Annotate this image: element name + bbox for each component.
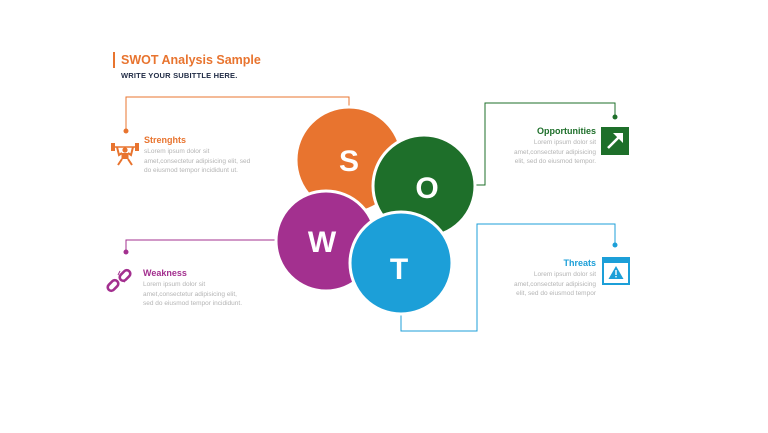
- strengths-text: sLorem ipsum dolor sit amet,consectetur …: [144, 147, 250, 176]
- weakness-text: Lorem ipsum dolor sit amet,consectetur a…: [143, 280, 242, 309]
- weakness-connector-dot: [123, 249, 129, 255]
- weakness-line: amet,consectetur adipisicing elit,: [143, 290, 237, 298]
- threats-line: amet,consectetur adipisicing: [513, 280, 596, 288]
- opportunities-label: Opportunities: [537, 126, 596, 136]
- page-subtitle: WRITE YOUR SUBITTLE HERE.: [121, 71, 238, 80]
- threats-line: Lorem ipsum dolor sit: [533, 271, 596, 278]
- page-title: SWOT Analysis Sample: [113, 52, 261, 68]
- weakness-label: Weakness: [143, 268, 187, 278]
- strengths-label: Strenghts: [144, 135, 187, 145]
- strengths-line: do eiusmod tempor incididunt ut.: [144, 167, 238, 174]
- opportunities-line: elit, sed do eiusmod tempor.: [514, 158, 596, 165]
- opportunities-line: amet,consectetur adipisicing: [513, 148, 596, 156]
- weakness-line: sed do eiusmod tempor incididunt.: [143, 300, 243, 307]
- weakness-connector: [125, 239, 282, 252]
- weakness-line: Lorem ipsum dolor sit: [143, 281, 206, 288]
- warning-window-icon: [602, 257, 630, 285]
- opportunities-text: Lorem ipsum dolor sit amet,consectetur a…: [514, 138, 596, 167]
- circle-t-letter: T: [390, 253, 408, 286]
- threats-connector-dot: [612, 242, 618, 248]
- strengths-line: sLorem ipsum dolor sit: [144, 148, 210, 155]
- circle-s-letter: S: [339, 145, 359, 178]
- weightlifter-icon: [111, 143, 139, 166]
- threats-label: Threats: [563, 258, 596, 268]
- strengths-connector-dot: [123, 128, 129, 134]
- opportunities-connector-dot: [612, 114, 618, 120]
- strengths-line: amet,consectetur adipisicing elit, sed: [144, 157, 251, 165]
- opportunities-connector: [474, 102, 616, 186]
- threats-line: elit, sed do eiusmod tempor: [516, 290, 596, 297]
- threats-connector: [400, 223, 616, 332]
- threats-text: Lorem ipsum dolor sit amet,consectetur a…: [514, 270, 596, 299]
- circle-o-letter: O: [415, 172, 438, 205]
- circle-w-letter: W: [308, 226, 337, 259]
- opportunities-line: Lorem ipsum dolor sit: [533, 139, 596, 146]
- broken-chain-icon: [106, 268, 132, 293]
- circle-t: T: [348, 210, 454, 316]
- arrow-up-right-icon: [601, 127, 629, 155]
